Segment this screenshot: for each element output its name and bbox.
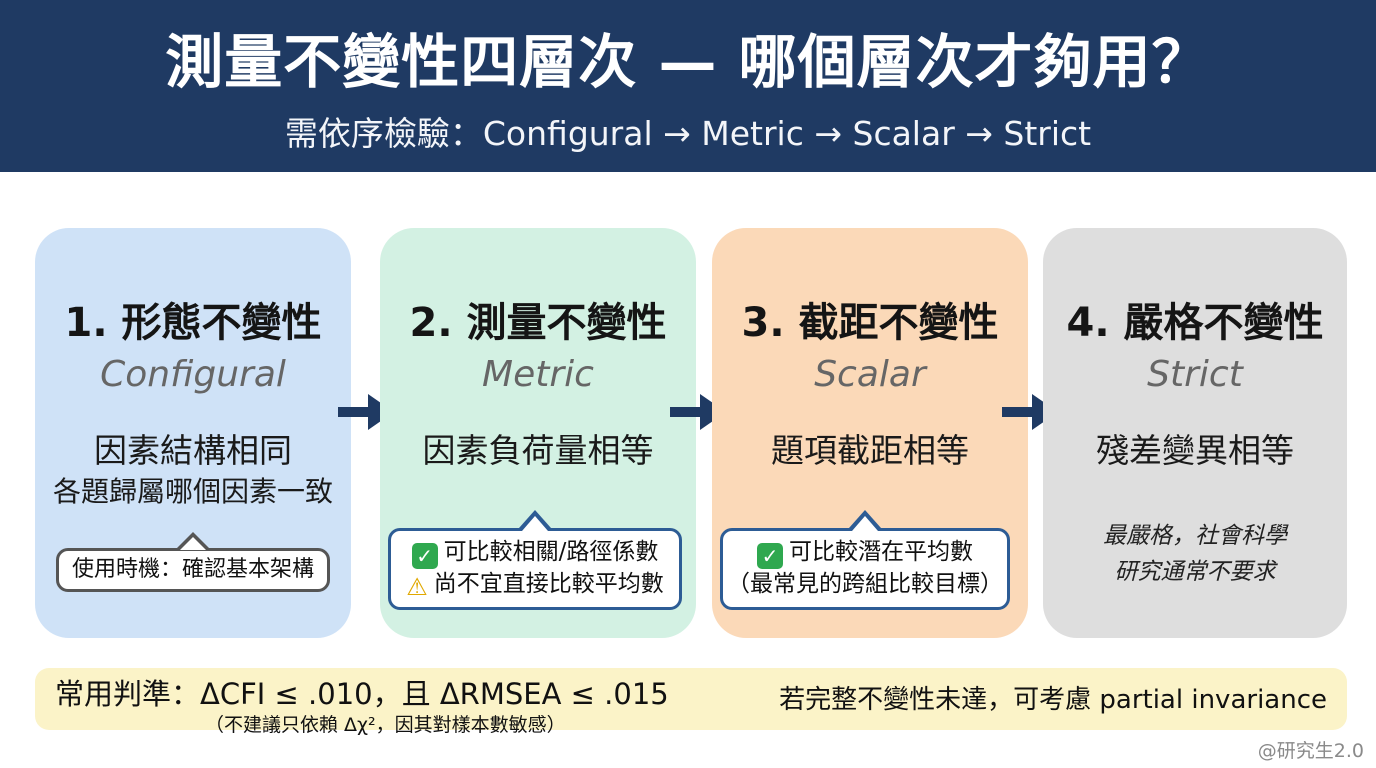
card-description: 因素負荷量相等 (422, 431, 654, 470)
page-title: 測量不變性四層次 — 哪個層次才夠用？ (165, 28, 1211, 96)
watermark: @研究生2.0 (1257, 740, 1364, 762)
callout-line: （最常見的跨組比較目標） (727, 571, 1003, 597)
card-title: 4. 嚴格不變性 (1066, 300, 1324, 346)
card-title: 3. 截距不變性 (741, 300, 999, 346)
header-banner: 測量不變性四層次 — 哪個層次才夠用？ 需依序檢驗：Configural → M… (0, 0, 1376, 172)
card-metric: 2. 測量不變性 Metric 因素負荷量相等 ✓可比較相關/路徑係數 ⚠尚不宜… (380, 228, 696, 638)
card-description: 因素結構相同 (94, 431, 292, 470)
comparison-callout: ✓可比較相關/路徑係數 ⚠尚不宜直接比較平均數 (388, 510, 682, 610)
card-description-secondary: 各題歸屬哪個因素一致 (52, 475, 333, 508)
callout-line: ⚠尚不宜直接比較平均數 (391, 569, 679, 600)
card-configural: 1. 形態不變性 Configural 因素結構相同 各題歸屬哪個因素一致 使用… (35, 228, 351, 638)
page-subtitle: 需依序檢驗：Configural → Metric → Scalar → Str… (284, 114, 1092, 153)
card-strict: 4. 嚴格不變性 Strict 殘差變異相等 最嚴格，社會科學 研究通常不要求 (1043, 228, 1347, 638)
criteria-text: 常用判準：ΔCFI ≤ .010，且 ΔRMSEA ≤ .015 (55, 677, 669, 711)
card-title: 1. 形態不變性 (64, 300, 322, 346)
card-scalar: 3. 截距不變性 Scalar 題項截距相等 ✓可比較潛在平均數 （最常見的跨組… (712, 228, 1028, 638)
check-mark-icon: ✓ (411, 543, 438, 569)
card-english-label: Strict (1147, 354, 1243, 395)
callout-line: ✓可比較相關/路徑係數 (391, 537, 679, 569)
warning-icon: ⚠ (406, 573, 428, 601)
criteria-note: （不建議只依賴 Δχ²，因其對樣本數敏感） (205, 714, 566, 736)
callout-text: 尚不宜直接比較平均數 (433, 571, 664, 597)
criteria-bar: 常用判準：ΔCFI ≤ .010，且 ΔRMSEA ≤ .015 （不建議只依賴… (35, 668, 1347, 736)
partial-invariance-text: 若完整不變性未達，可考慮 partial invariance (779, 685, 1327, 715)
comparison-callout: ✓可比較潛在平均數 （最常見的跨組比較目標） (720, 510, 1010, 610)
card-english-label: Configural (100, 354, 286, 395)
card-description: 殘差變異相等 (1096, 431, 1294, 470)
callout-text: 可比較潛在平均數 (789, 539, 973, 565)
callout-text: 可比較相關/路徑係數 (443, 539, 659, 565)
card-english-label: Metric (482, 354, 594, 395)
note-line: 研究通常不要求 (1114, 559, 1276, 585)
callout-line: ✓可比較潛在平均數 (723, 537, 1007, 569)
card-description: 題項截距相等 (771, 431, 969, 470)
usage-callout: 使用時機：確認基本架構 (56, 532, 330, 592)
check-mark-icon: ✓ (757, 543, 783, 569)
note-line: 最嚴格，社會科學 (1103, 523, 1287, 549)
card-note: 最嚴格，社會科學 研究通常不要求 (1043, 518, 1347, 590)
card-title: 2. 測量不變性 (409, 300, 667, 346)
card-english-label: Scalar (814, 354, 926, 395)
